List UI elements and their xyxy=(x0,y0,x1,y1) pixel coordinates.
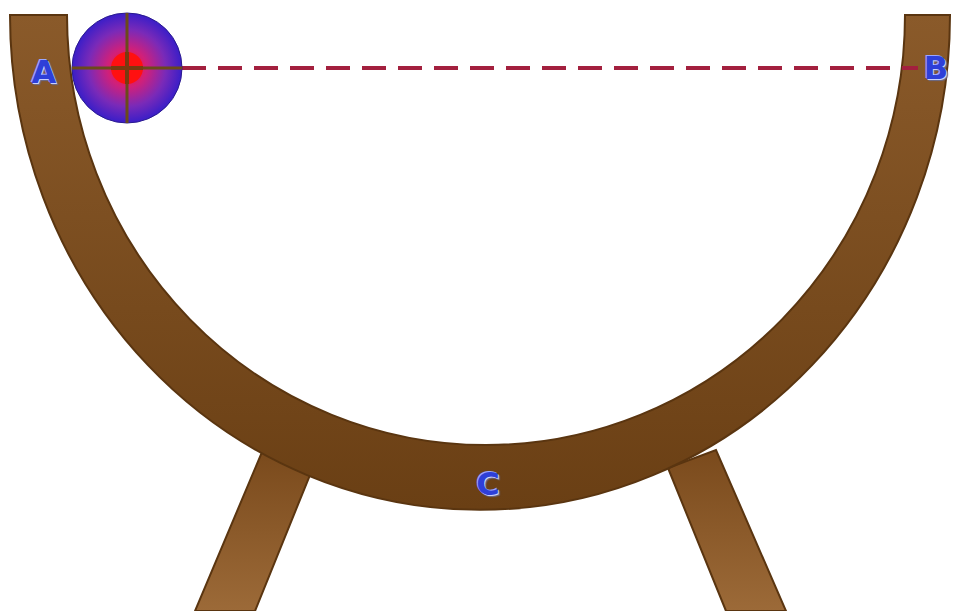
level-dashed-line xyxy=(182,66,918,70)
point-label: C xyxy=(476,468,499,500)
right-leg xyxy=(668,450,786,611)
point-label: A xyxy=(32,56,57,88)
point-label: B xyxy=(924,52,948,84)
ball xyxy=(72,13,182,123)
left-leg xyxy=(195,452,312,611)
